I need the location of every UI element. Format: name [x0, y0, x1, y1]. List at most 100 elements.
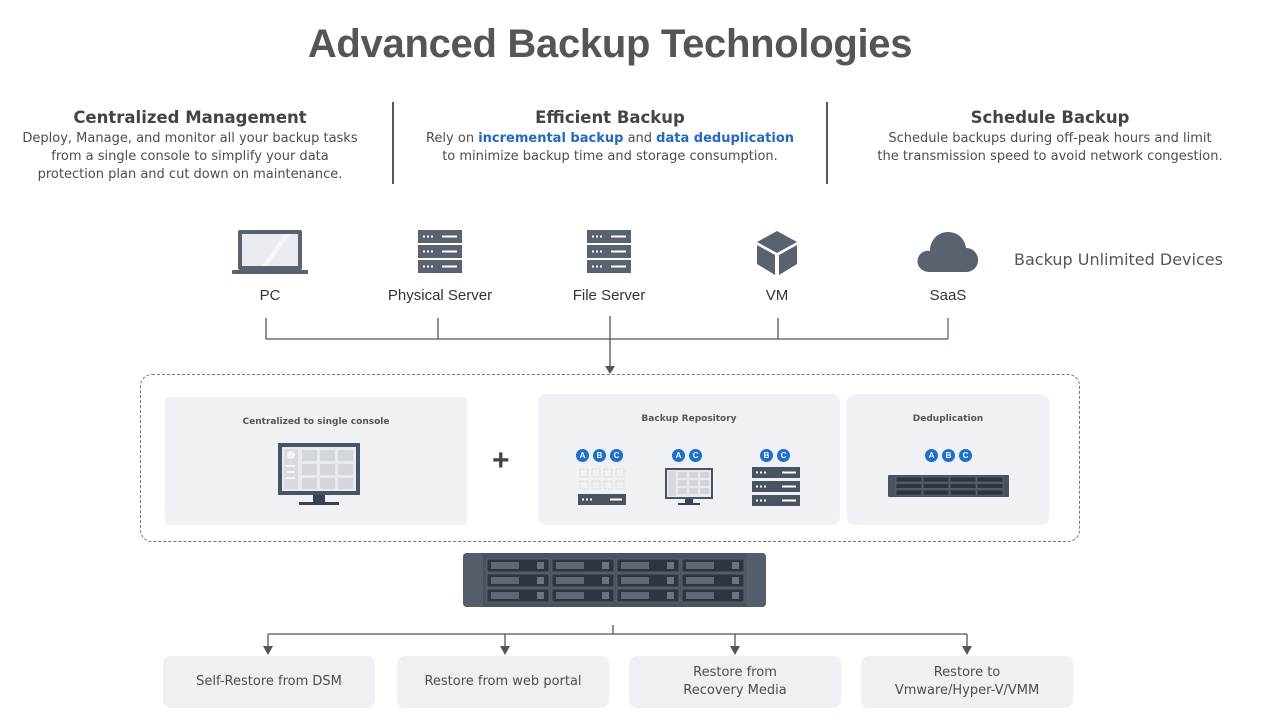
incremental-backup-link[interactable]: incremental backup	[478, 131, 624, 146]
device-pc: PC	[200, 228, 340, 304]
server-icon	[418, 230, 462, 273]
restore-option-web-portal[interactable]: Restore from web portal	[397, 656, 609, 708]
drive-latch	[667, 592, 674, 599]
device-label: SaaS	[929, 287, 967, 304]
drive-slot	[686, 577, 714, 584]
device-label: File Server	[572, 287, 646, 304]
feature-line: protection plan and cut down on maintena…	[37, 167, 343, 182]
feature-efficient-backup: Efficient Backup Rely on incremental bac…	[400, 108, 820, 166]
drive-slot	[491, 562, 519, 569]
badge-b: B	[760, 449, 773, 462]
feature-centralized-management: Centralized Management Deploy, Manage, a…	[10, 108, 370, 184]
cube-icon	[757, 231, 797, 275]
drive-slot	[621, 562, 649, 569]
device-physical-server: Physical Server	[370, 228, 510, 304]
feature-schedule-backup: Schedule Backup Schedule backups during …	[850, 108, 1250, 166]
nas-device-icon	[463, 553, 766, 607]
panel-title: Centralized to single console	[242, 417, 390, 427]
device-file-server: File Server	[539, 228, 679, 304]
feature-line: Rely on	[425, 131, 479, 146]
feature-text: Schedule backups during off-peak hours a…	[850, 130, 1250, 166]
arrow-down-icon	[730, 646, 740, 655]
feature-line: Deploy, Manage, and monitor all your bac…	[22, 131, 358, 146]
feature-heading: Efficient Backup	[535, 108, 685, 127]
drive-latch	[732, 562, 739, 569]
monitor-icon	[278, 443, 360, 505]
drive-latch	[602, 592, 609, 599]
restore-label-line: Restore to	[933, 665, 1001, 680]
badge-c: C	[610, 449, 623, 462]
arrow-down-icon	[605, 366, 615, 374]
restore-label-line: Recovery Media	[683, 683, 787, 698]
feature-heading: Centralized Management	[73, 108, 307, 127]
drive-latch	[537, 562, 544, 569]
device-saas: SaaS	[878, 228, 1018, 304]
nas-rack-icon	[888, 475, 1009, 497]
badge-c: C	[959, 449, 972, 462]
drive-slot	[556, 562, 584, 569]
drive-slot	[686, 562, 714, 569]
feature-line: Schedule backups during off-peak hours a…	[888, 131, 1212, 146]
drive-latch	[732, 592, 739, 599]
feature-text: Deploy, Manage, and monitor all your bac…	[10, 130, 370, 184]
panel-console: Centralized to single console	[165, 397, 467, 525]
feature-line: the transmission speed to avoid network …	[877, 149, 1223, 164]
panel-title: Deduplication	[912, 414, 984, 424]
drive-latch	[537, 592, 544, 599]
drive-slot	[556, 577, 584, 584]
badge-a: A	[925, 449, 938, 462]
storage-grid-icon	[578, 468, 626, 505]
restore-label: Self-Restore from DSM	[196, 674, 342, 689]
restore-label: Restore from web portal	[424, 674, 582, 689]
drive-slot	[556, 592, 584, 599]
drive-slot	[686, 592, 714, 599]
laptop-icon	[232, 230, 308, 274]
restore-option-hypervisor[interactable]: Restore to Vmware/Hyper-V/VMM	[861, 656, 1073, 708]
arrow-down-icon	[500, 646, 510, 655]
drive-slot	[621, 592, 649, 599]
drive-latch	[602, 562, 609, 569]
drive-latch	[732, 577, 739, 584]
drive-latch	[667, 577, 674, 584]
badge-c: C	[777, 449, 790, 462]
feature-text: Rely on incremental backup and data dedu…	[400, 130, 820, 166]
server-icon	[587, 230, 631, 273]
arrow-down-icon	[962, 646, 972, 655]
backup-solution-group	[140, 374, 1080, 542]
data-deduplication-link[interactable]: data deduplication	[656, 131, 794, 146]
feature-line: to minimize backup time and storage cons…	[442, 149, 778, 164]
badge-c: C	[689, 449, 702, 462]
restore-label-line: Vmware/Hyper-V/VMM	[894, 683, 1040, 698]
badge-b: B	[942, 449, 955, 462]
drive-slot	[491, 577, 519, 584]
feature-line: and	[623, 131, 657, 146]
drive-latch	[602, 577, 609, 584]
divider	[826, 102, 828, 184]
device-vm: VM	[707, 228, 847, 304]
device-label: PC	[259, 287, 281, 304]
badge-a: A	[576, 449, 589, 462]
server-icon	[752, 467, 800, 506]
device-label: VM	[765, 287, 789, 304]
panel-title: Backup Repository	[641, 414, 737, 424]
feature-heading: Schedule Backup	[970, 108, 1130, 127]
plus-icon: +	[492, 444, 510, 477]
badge-b: B	[593, 449, 606, 462]
devices-caption: Backup Unlimited Devices	[1014, 250, 1223, 269]
restore-label: Restore to Vmware/Hyper-V/VMM	[895, 664, 1039, 700]
drive-slot	[491, 592, 519, 599]
restore-option-dsm[interactable]: Self-Restore from DSM	[163, 656, 375, 708]
drive-latch	[537, 577, 544, 584]
feature-line: from a single console to simplify your d…	[51, 149, 329, 164]
device-label: Physical Server	[387, 287, 493, 304]
arrow-down-icon	[263, 646, 273, 655]
